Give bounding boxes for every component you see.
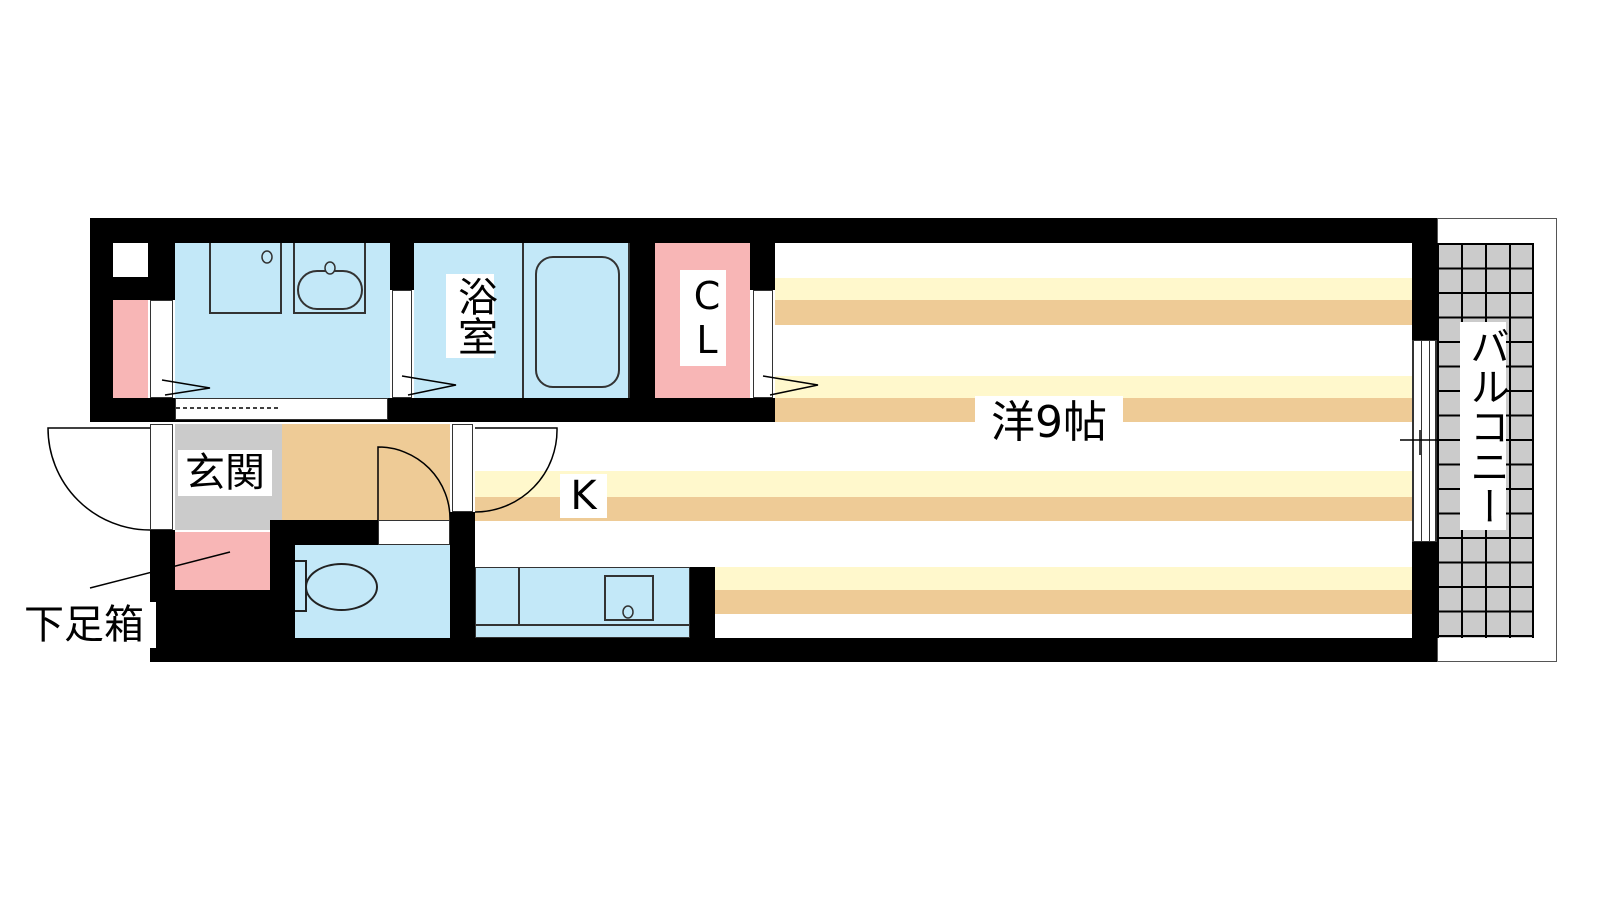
kitchen-counter (475, 567, 690, 638)
entrance-door-swing (47, 427, 151, 531)
floor-stripe (775, 278, 1412, 300)
wall (270, 520, 378, 545)
closet-door[interactable] (150, 300, 173, 398)
floor-stripe (775, 376, 1412, 398)
closet-door-marker (762, 375, 819, 396)
wall (113, 277, 175, 300)
wall (750, 243, 775, 290)
floor-stripe (715, 567, 1412, 590)
bathroom-door[interactable] (392, 290, 412, 398)
wall (450, 512, 475, 662)
kitchen-door[interactable] (452, 424, 473, 512)
floor-stripe (775, 300, 1412, 325)
shoe-cabinet (175, 532, 270, 590)
wall (90, 218, 1437, 243)
bathroom-divider (522, 243, 524, 398)
washer-drain (261, 250, 273, 264)
bathroom-label: 浴室 (446, 274, 497, 358)
faucet (324, 261, 336, 275)
washroom-door-marker (161, 379, 211, 396)
hallway (282, 424, 450, 520)
wall (150, 638, 1437, 662)
entrance-label: 玄関 (178, 450, 272, 496)
balcony-label: バルコニー (1460, 322, 1509, 530)
shoe-cabinet-leader (89, 551, 231, 589)
closet-small (113, 300, 148, 398)
kitchen-door-swing (474, 427, 558, 513)
storage-niche (113, 243, 148, 277)
closet-label: CL (680, 270, 729, 366)
bathroom-door-marker (401, 375, 457, 396)
washing-machine (209, 243, 282, 314)
closet-cl-door[interactable] (753, 290, 773, 398)
western-room-label: 洋9帖 (975, 396, 1123, 450)
vanity-sink (293, 243, 366, 314)
floor-stripe (715, 590, 1412, 614)
floor-stripe (475, 497, 1412, 521)
kitchen-drain (622, 605, 634, 619)
shoe-cabinet-label: 下足箱 (12, 602, 156, 648)
bathtub (535, 256, 620, 388)
toilet-door[interactable] (378, 520, 450, 545)
kitchen-label: K (560, 474, 607, 518)
wall (390, 243, 414, 290)
toilet-door-swing (377, 446, 451, 521)
wall (630, 243, 655, 398)
counter-divider (518, 567, 520, 625)
floor-stripe (475, 471, 1412, 497)
balcony-window[interactable] (1412, 340, 1437, 542)
toilet-bowl (305, 563, 378, 611)
washroom-sliding-door[interactable] (175, 398, 388, 420)
kitchen-sink (604, 575, 654, 621)
wall (90, 218, 113, 422)
entrance-door[interactable] (150, 424, 173, 530)
counter-edge (475, 624, 690, 626)
wall (690, 567, 715, 638)
